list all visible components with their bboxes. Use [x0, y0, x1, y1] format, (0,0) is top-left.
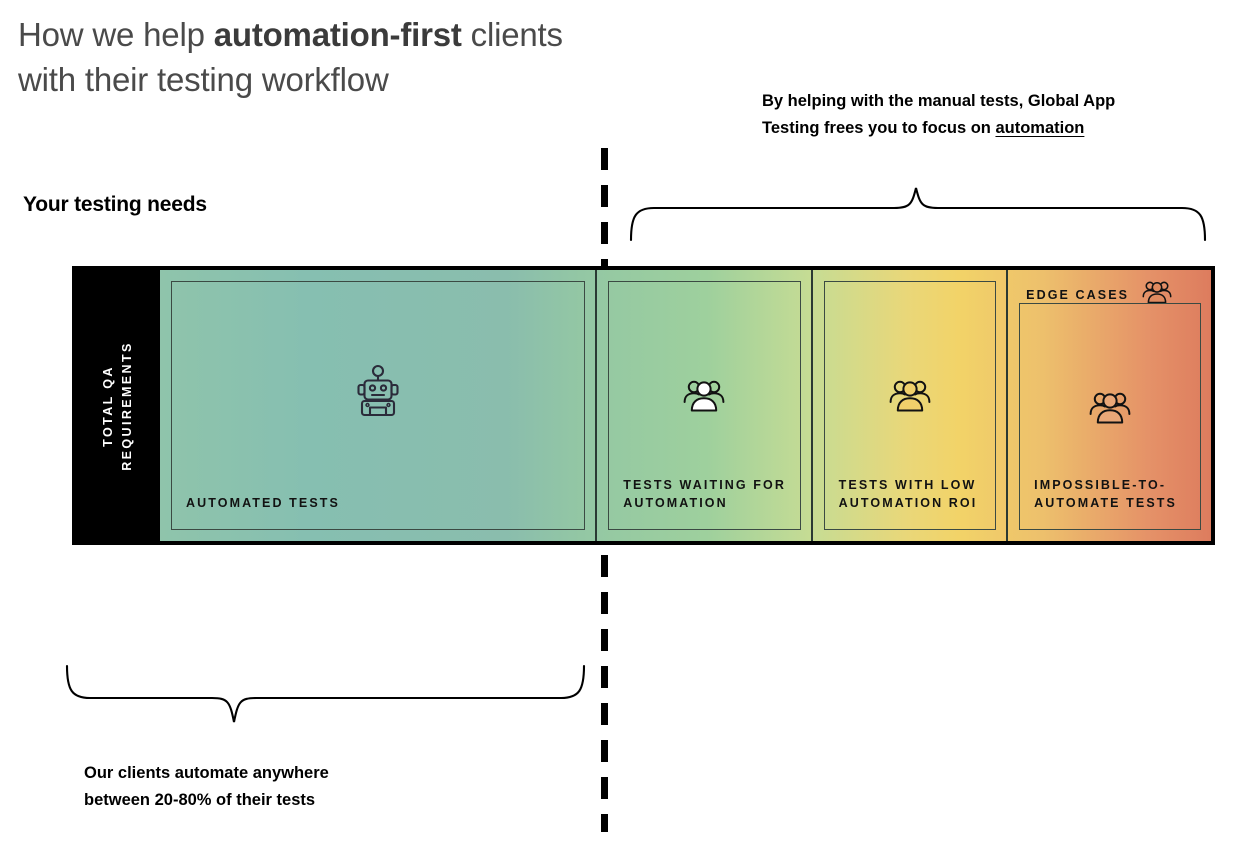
segment-label: IMPOSSIBLE-TO- AUTOMATE TESTS: [1034, 478, 1177, 510]
qa-label-line1: TOTAL QA: [101, 364, 115, 447]
qa-requirements-bar: TOTAL QA REQUIREMENTS: [72, 266, 1215, 545]
segment-inner-box: AUTOMATED TESTS: [171, 281, 586, 530]
segments-container: AUTOMATED TESTS TESTS WAITING FOR AUTOMA…: [160, 270, 1211, 541]
segment-label: AUTOMATED TESTS: [186, 496, 340, 510]
page-title-emphasis: automation-first: [213, 16, 462, 53]
segment-automated-tests[interactable]: AUTOMATED TESTS: [160, 270, 598, 541]
segment-tests-waiting-for-automation[interactable]: TESTS WAITING FOR AUTOMATION: [597, 270, 813, 541]
total-qa-requirements-label: TOTAL QA REQUIREMENTS: [99, 341, 137, 471]
people-group-icon: [683, 379, 725, 418]
qa-label-line2: REQUIREMENTS: [120, 340, 134, 471]
segment-impossible-to-automate-tests[interactable]: EDGE CASES: [1008, 270, 1211, 541]
bottom-annotation-line2: between 20-80% of their tests: [84, 791, 316, 809]
people-group-icon: [889, 379, 931, 418]
segment-inner-box: TESTS WAITING FOR AUTOMATION: [608, 281, 801, 530]
top-brace: [629, 187, 1207, 242]
automation-link[interactable]: automation: [995, 119, 1085, 137]
bottom-annotation-line1: Our clients automate anywhere: [84, 764, 329, 782]
page-title: How we help automation-first clients wit…: [18, 12, 718, 102]
page-title-part1: How we help: [18, 16, 214, 53]
top-annotation-line2-prefix: Testing frees you to focus on: [762, 119, 996, 137]
your-testing-needs-label: Your testing needs: [23, 193, 207, 216]
segment-inner-box: TESTS WITH LOW AUTOMATION ROI: [823, 281, 997, 530]
total-qa-requirements-block: TOTAL QA REQUIREMENTS: [76, 270, 160, 541]
segment-label: TESTS WAITING FOR AUTOMATION: [623, 478, 786, 510]
top-annotation-line1: By helping with the manual tests, Global…: [762, 92, 1116, 110]
page-title-line2: with their testing workflow: [18, 61, 389, 98]
segment-inner-box: IMPOSSIBLE-TO- AUTOMATE TESTS: [1019, 303, 1201, 530]
edge-cases-header: EDGE CASES: [1026, 280, 1172, 309]
robot-icon: [356, 365, 400, 422]
edge-cases-label: EDGE CASES: [1026, 287, 1130, 302]
bottom-brace: [65, 664, 586, 723]
page-title-part2: clients: [461, 16, 563, 53]
segment-tests-with-low-automation-roi[interactable]: TESTS WITH LOW AUTOMATION ROI: [813, 270, 1009, 541]
people-group-icon: [1142, 280, 1172, 309]
bottom-annotation: Our clients automate anywhere between 20…: [84, 760, 484, 814]
people-group-icon: [1089, 390, 1131, 429]
top-annotation: By helping with the manual tests, Global…: [762, 88, 1232, 142]
segment-label: TESTS WITH LOW AUTOMATION ROI: [838, 478, 978, 510]
